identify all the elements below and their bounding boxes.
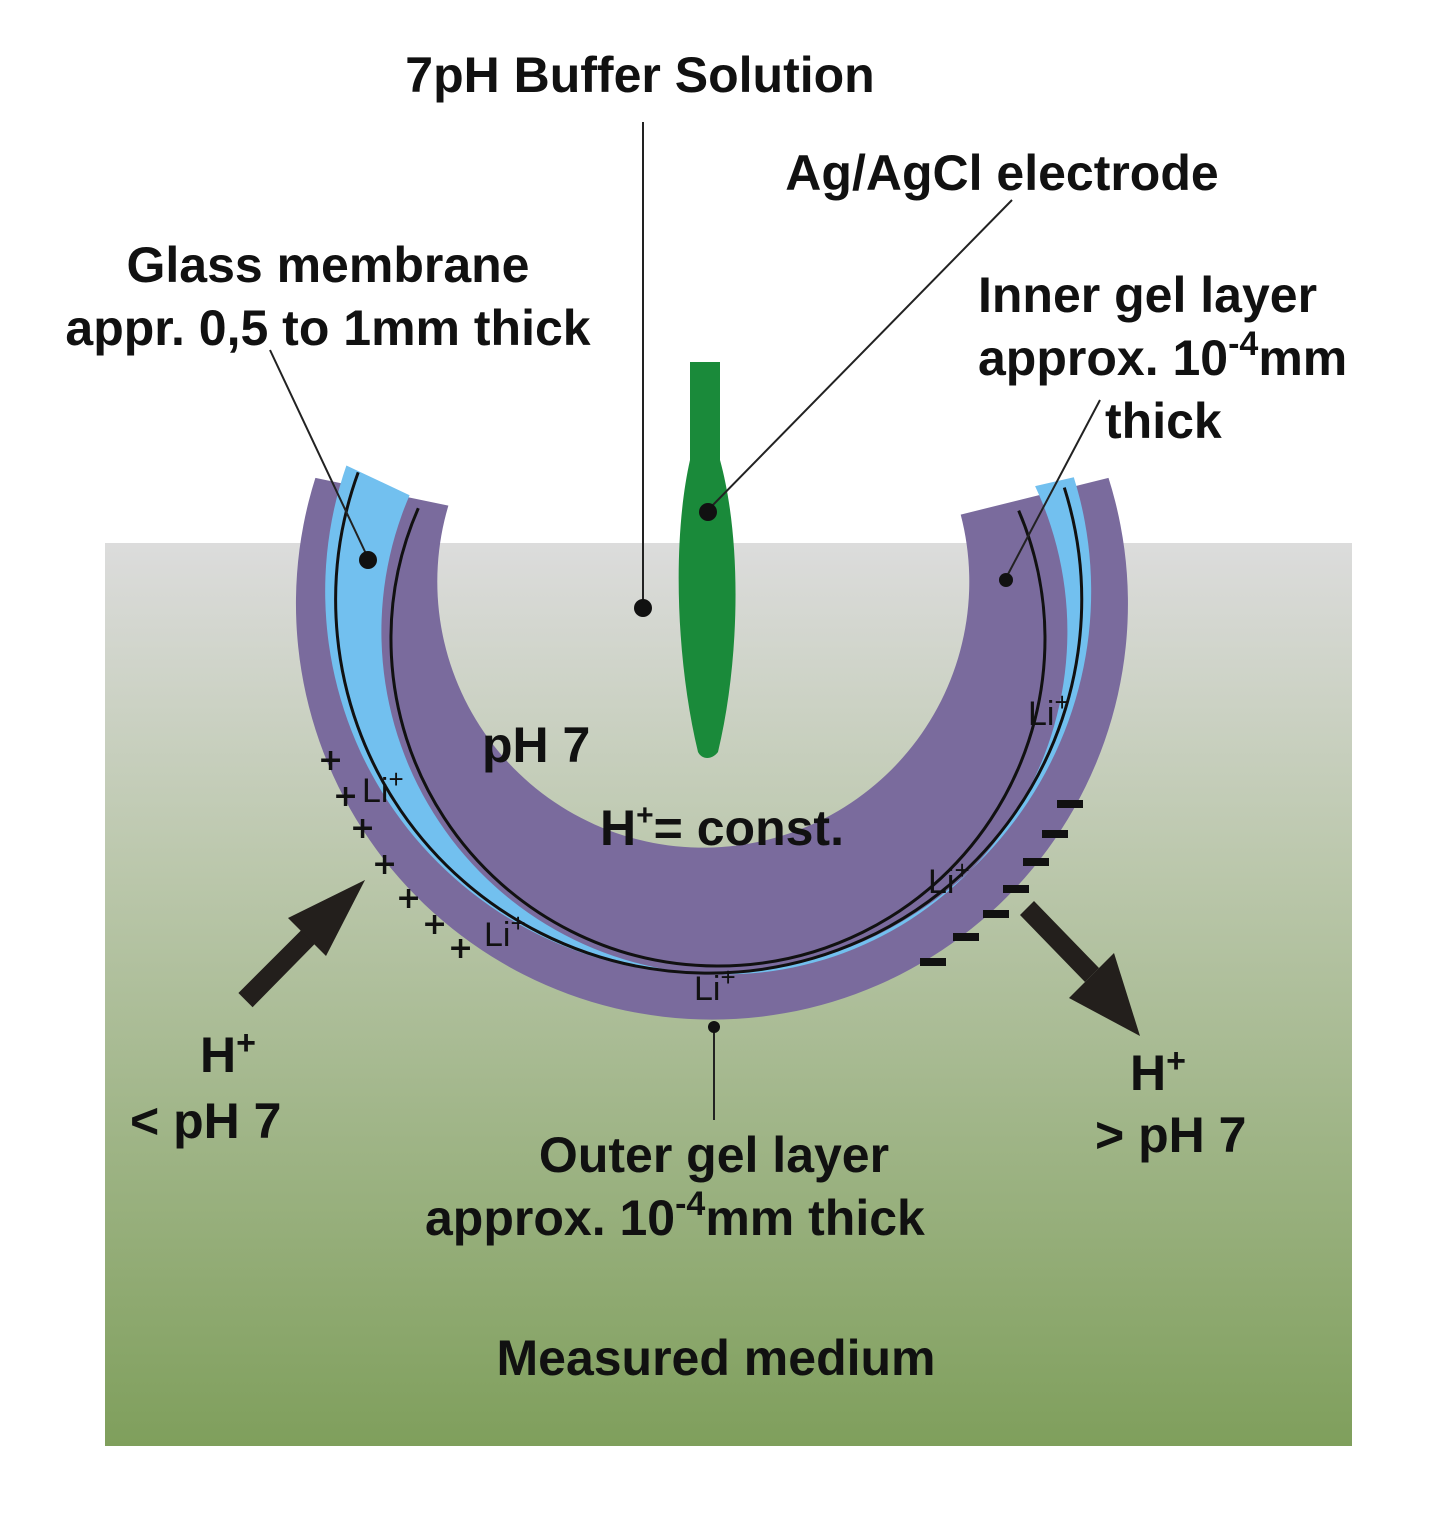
electrode-dot	[699, 503, 717, 521]
minus-sign	[920, 958, 946, 966]
measured-medium-label: Measured medium	[496, 1330, 935, 1386]
plus-sign: +	[372, 847, 397, 882]
minus-sign	[1003, 885, 1029, 893]
inner-gel-label: Inner gel layer	[978, 267, 1317, 323]
h-plus-outflow-arrow-head	[1069, 953, 1140, 1036]
inner-gel-dot	[999, 573, 1013, 587]
h-const-label: H+= const.	[600, 799, 844, 856]
plus-sign: +	[396, 881, 421, 916]
glass-membrane-dot	[359, 551, 377, 569]
right-ph-label: > pH 7	[1095, 1107, 1246, 1163]
outer-boundary-line	[334, 471, 1084, 975]
electrode-label: Ag/AgCl electrode	[785, 145, 1218, 201]
h-plus-outflow-arrow	[1020, 901, 1099, 982]
li-ion-label: Li+	[1028, 687, 1070, 733]
minus-sign	[1057, 800, 1083, 808]
minus-sign	[953, 933, 979, 941]
outer-gel-thickness: approx. 10-4mm thick	[425, 1185, 925, 1246]
inner-gel-thickness: approx. 10-4mm	[978, 325, 1347, 386]
left-h-plus-label: H+	[200, 1024, 256, 1083]
left-ph-label: < pH 7	[130, 1093, 281, 1149]
glass-membrane-leader	[269, 349, 369, 559]
ag-agcl-electrode	[678, 362, 736, 758]
glass-membrane-label: Glass membrane	[127, 237, 530, 293]
buffer-solution-label: 7pH Buffer Solution	[405, 47, 874, 103]
positive-charges: + + + + + + +	[318, 743, 473, 966]
li-ion-label: Li+	[928, 855, 970, 901]
outer-gel-label: Outer gel layer	[539, 1127, 889, 1183]
electrode-leader	[707, 199, 1013, 511]
plus-sign: +	[350, 811, 375, 846]
h-plus-inflow-arrow-head	[288, 880, 365, 956]
li-ion-label: Li+	[484, 908, 526, 954]
plus-sign: +	[422, 907, 447, 942]
li-ion-label: Li+	[362, 764, 404, 810]
outer-gel-dot	[708, 1021, 720, 1033]
minus-sign	[983, 910, 1009, 918]
plus-sign: +	[318, 743, 343, 778]
inner-gel-thick-word: thick	[1105, 393, 1222, 449]
li-ion-label: Li+	[694, 962, 736, 1008]
plus-sign: +	[333, 779, 358, 814]
outer-gel-layer	[295, 477, 1128, 1020]
inner-gel-leader	[1005, 399, 1101, 579]
inside-ph-label: pH 7	[482, 717, 590, 773]
plus-sign: +	[448, 931, 473, 966]
inner-boundary-line	[389, 507, 1047, 968]
buffer-solution-dot	[634, 599, 652, 617]
negative-charges	[920, 800, 1083, 966]
minus-sign	[1042, 830, 1068, 838]
lithium-ions: Li+ Li+ Li+ Li+ Li+	[362, 687, 1070, 1008]
minus-sign	[1023, 858, 1049, 866]
right-h-plus-label: H+	[1130, 1042, 1186, 1101]
glass-membrane-thickness: appr. 0,5 to 1mm thick	[65, 300, 590, 356]
